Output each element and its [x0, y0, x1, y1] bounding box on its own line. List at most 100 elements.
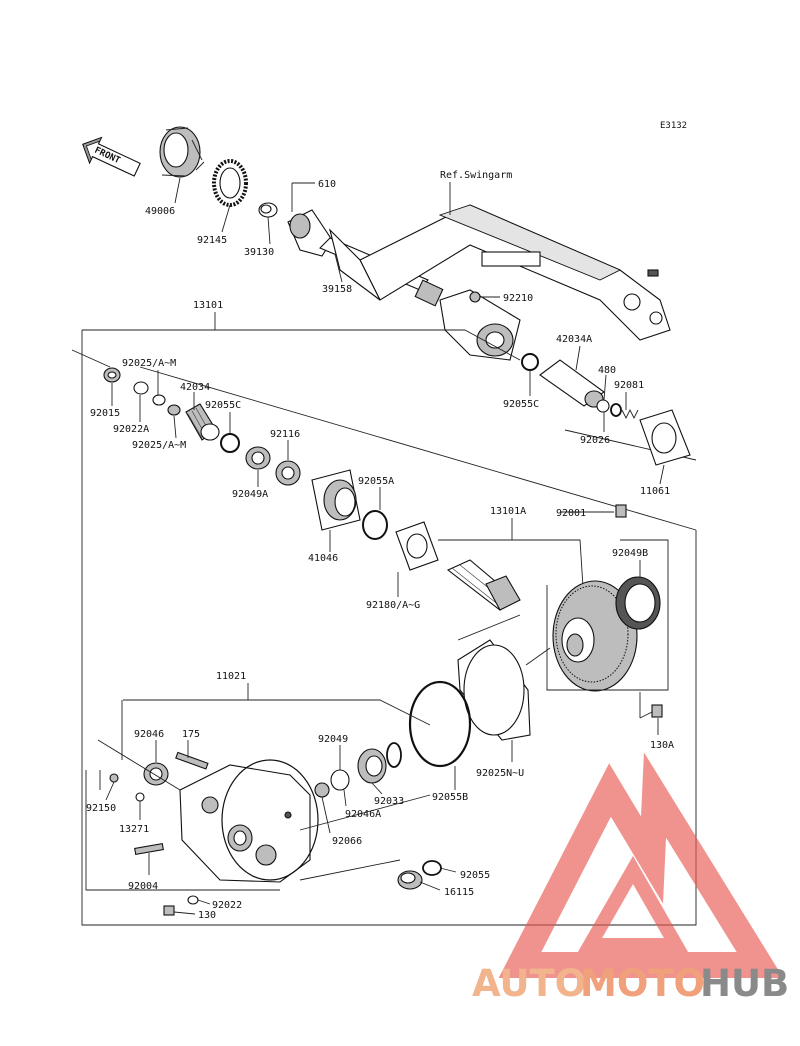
label-480: 480 — [598, 365, 616, 376]
part-175-stud — [175, 751, 209, 770]
part-92033-circlip — [386, 742, 402, 768]
label-92180: 92180/A~G — [366, 600, 420, 611]
part-11021-case — [179, 759, 319, 883]
part-92081-spring — [621, 408, 639, 420]
label-39158: 39158 — [322, 284, 352, 295]
part-92055b-oring — [408, 680, 472, 768]
part-92145-spring — [212, 159, 248, 207]
part-92046-bearing — [143, 762, 169, 786]
part-92025-shim — [152, 394, 166, 406]
case-outline — [85, 700, 431, 891]
label-92145: 92145 — [197, 235, 227, 246]
part-42034a-sleeve — [539, 359, 605, 408]
label-92049b: 92049B — [612, 548, 648, 559]
part-16115-cap — [397, 870, 423, 890]
part-92180-shim — [395, 521, 439, 571]
part-39130-boot — [258, 202, 278, 218]
part-labels: Ref.Swingarm 49006 92145 39130 610 39158… — [86, 170, 674, 921]
part-92150-bolt — [109, 773, 119, 783]
part-49006-housing — [159, 126, 205, 178]
label-130: 130 — [198, 910, 216, 921]
label-92033: 92033 — [374, 796, 404, 807]
label-92210: 92210 — [503, 293, 533, 304]
part-92055a-oring — [362, 510, 388, 540]
bracket-92049b — [546, 539, 669, 691]
part-130-bolt — [163, 905, 175, 916]
part-42034-gear — [185, 403, 220, 441]
label-92046a: 92046A — [345, 809, 381, 820]
label-49006: 49006 — [145, 206, 175, 217]
assembly-outline — [71, 312, 697, 926]
part-41046-housing — [311, 469, 361, 531]
label-92055c-right: 92055C — [503, 399, 539, 410]
label-92055a: 92055A — [358, 476, 394, 487]
label-42034: 42034 — [180, 382, 210, 393]
label-41046: 41046 — [308, 553, 338, 564]
swingarm-reference — [328, 204, 671, 361]
bracket-13101a — [438, 539, 584, 588]
watermark-hub: HUB — [700, 962, 789, 1005]
label-92150: 92150 — [86, 803, 116, 814]
part-92210-bolt — [469, 291, 481, 303]
part-92033-bearing — [357, 748, 387, 784]
part-92001-bolt — [615, 504, 627, 518]
label-92066: 92066 — [332, 836, 362, 847]
front-arrow-icon — [82, 136, 141, 177]
label-42034a: 42034A — [556, 334, 592, 345]
label-92022: 92022 — [212, 900, 242, 911]
part-92025-shim-b — [167, 404, 181, 416]
label-92116: 92116 — [270, 429, 300, 440]
part-92022a-washer — [133, 381, 149, 395]
part-92015-nut — [103, 367, 121, 383]
diagram-code: E3132 — [660, 121, 687, 131]
part-92055c-oring-b — [521, 353, 539, 371]
part-13271-plate — [135, 792, 145, 802]
part-92049a-seal — [245, 446, 271, 470]
label-92026: 92026 — [580, 435, 610, 446]
ref-swingarm-label: Ref.Swingarm — [440, 170, 512, 181]
label-92055: 92055 — [460, 870, 490, 881]
part-92055-oring — [422, 860, 442, 876]
part-130a-bolt — [651, 704, 663, 718]
label-11021: 11021 — [216, 671, 246, 682]
label-39130: 39130 — [244, 247, 274, 258]
part-92066-pin — [314, 782, 330, 798]
leader-lines — [105, 177, 665, 915]
label-130a: 130A — [650, 740, 674, 751]
part-92116-bearing — [275, 460, 301, 486]
label-92001: 92001 — [556, 508, 586, 519]
bracket-11021 — [123, 699, 431, 726]
part-92026-collar — [596, 399, 610, 413]
label-13101a: 13101A — [490, 506, 526, 517]
watermark-auto: AUTO — [472, 962, 586, 1005]
part-92049b-seal — [615, 576, 661, 630]
label-92055b: 92055B — [432, 792, 468, 803]
label-175: 175 — [182, 729, 200, 740]
part-92046a-bearing — [330, 769, 350, 791]
label-92025n-u: 92025N~U — [476, 768, 524, 779]
label-16115: 16115 — [444, 887, 474, 898]
label-11061: 11061 — [640, 486, 670, 497]
label-92055c: 92055C — [205, 400, 241, 411]
part-92022-washer — [187, 895, 199, 905]
label-610: 610 — [318, 179, 336, 190]
part-92025n-gasket — [457, 639, 531, 741]
part-92055c-oring — [220, 433, 240, 453]
label-92022a: 92022A — [113, 424, 149, 435]
label-13101: 13101 — [193, 300, 223, 311]
label-92025-a-m-top: 92025/A~M — [122, 358, 176, 369]
watermark-moto: MOTO — [580, 962, 705, 1005]
label-92081: 92081 — [614, 380, 644, 391]
label-92004: 92004 — [128, 881, 158, 892]
label-13271: 13271 — [119, 824, 149, 835]
part-11061-gasket — [639, 409, 691, 466]
label-92049a: 92049A — [232, 489, 268, 500]
part-480-circlip — [610, 403, 622, 417]
watermark-logo — [498, 752, 784, 978]
label-92025-a-m-bottom: 92025/A~M — [132, 440, 186, 451]
watermark-text: AUTO MOTO HUB — [472, 962, 789, 1005]
part-pinion-shaft — [446, 559, 521, 611]
label-92015: 92015 — [90, 408, 120, 419]
label-92049: 92049 — [318, 734, 348, 745]
